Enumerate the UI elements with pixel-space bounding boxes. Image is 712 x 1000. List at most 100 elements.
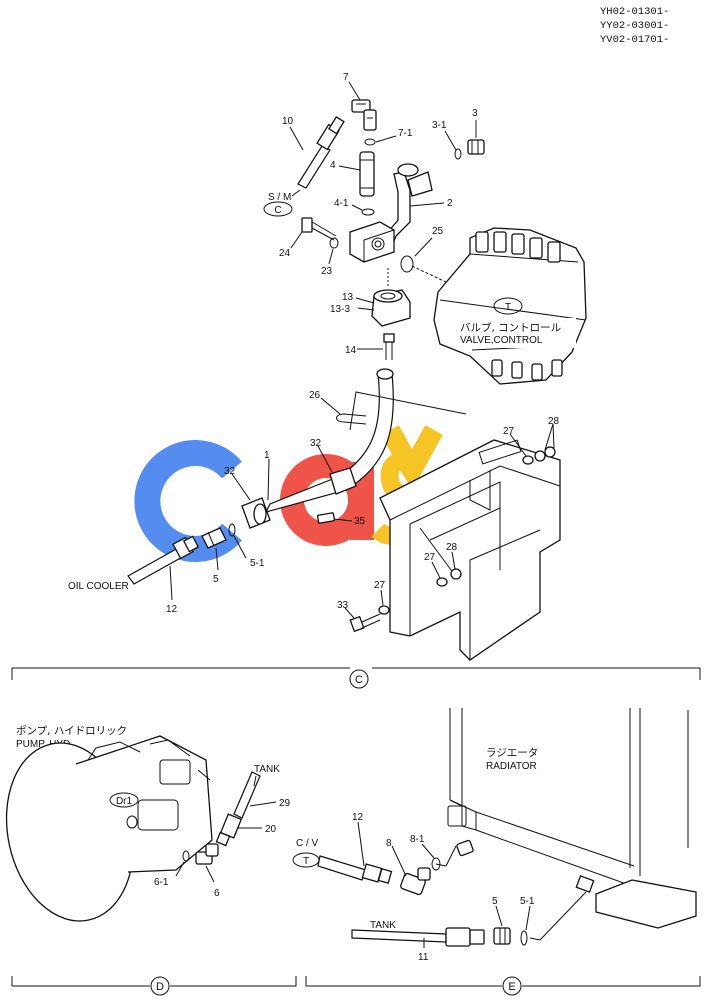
part-27-a: 27 — [503, 426, 515, 437]
o-ring-3-1 — [454, 148, 462, 160]
view-c-part-numbers: 7 7-1 3 3-1 10 4 2 4-1 24 23 25 13 13-3 … — [166, 72, 560, 615]
cv-label: C / V — [296, 838, 319, 849]
part-7-1: 7-1 — [398, 128, 413, 139]
o-ring-8-1 — [431, 857, 441, 871]
o-ring-5-1-e — [520, 930, 528, 946]
fitting-5-c — [201, 527, 227, 549]
pump-label-jp: ポンプ, ハイドロリック — [16, 725, 127, 737]
o-ring-4-1 — [361, 208, 375, 216]
part-27-c: 27 — [374, 580, 386, 591]
radiator-fitting-right — [575, 875, 595, 893]
o-ring-7-1 — [364, 138, 376, 146]
radiator-fitting-left — [456, 839, 474, 857]
part-33: 33 — [337, 600, 349, 611]
part-3: 3 — [472, 108, 478, 119]
block-fitting — [349, 221, 395, 263]
view-d-separator: D — [11, 976, 297, 996]
valve-label-jp: バルブ, コントロール — [460, 321, 561, 334]
flange-13 — [371, 289, 411, 327]
oil-cooler-label: OIL COOLER — [68, 581, 129, 592]
radiator-label-jp: ラジエータ — [486, 747, 538, 759]
nut-28-a — [534, 446, 556, 462]
pipe-2 — [383, 163, 433, 247]
washer-27-c — [378, 605, 390, 615]
serial-3: YV02-01701- — [600, 34, 669, 46]
part-11: 11 — [418, 952, 429, 963]
pipe-4 — [359, 151, 375, 197]
hose-29 — [233, 771, 261, 819]
svg-text:C: C — [274, 205, 281, 216]
hydraulic-pump: Dr1 — [5, 735, 213, 922]
part-7: 7 — [343, 72, 349, 83]
bolt-33 — [349, 613, 381, 633]
part-27-b: 27 — [424, 552, 436, 563]
radiator-frame — [447, 708, 697, 929]
view-c-separator: C — [11, 667, 701, 689]
callout-dr1: Dr1 — [116, 796, 133, 807]
control-valve: T バルブ, コントロール VALVE,CONTROL — [433, 227, 587, 385]
part-5-1-e: 5-1 — [520, 896, 535, 907]
view-label-d: D — [156, 981, 164, 993]
part-13-3: 13-3 — [330, 304, 350, 315]
part-12-e: 12 — [352, 812, 364, 823]
nut-28-b — [450, 568, 462, 580]
hose-12-c — [127, 535, 200, 585]
part-10: 10 — [282, 116, 294, 127]
part-32-b: 32 — [310, 438, 322, 449]
frame-bracket — [379, 439, 561, 661]
hose-12-e — [317, 855, 393, 884]
part-5-e: 5 — [492, 896, 498, 907]
part-32-a: 32 — [224, 466, 236, 477]
o-ring-6-1 — [182, 850, 190, 862]
clamp-32 — [329, 467, 357, 495]
washer-23 — [329, 237, 339, 249]
svg-text:T: T — [303, 856, 309, 867]
part-6-1: 6-1 — [154, 877, 169, 888]
watermark-letter-c1 — [134, 440, 242, 562]
view-e-separator: E — [305, 976, 701, 996]
hose-11 — [351, 927, 485, 947]
part-12: 12 — [166, 604, 178, 615]
tank-label-d: TANK — [254, 764, 280, 775]
callout-c-top — [263, 201, 293, 217]
part-14: 14 — [345, 345, 357, 356]
part-6: 6 — [214, 888, 220, 899]
callout-t-valve: T — [505, 302, 511, 313]
view-label-e: E — [508, 981, 515, 993]
part-28-a: 28 — [548, 416, 560, 427]
fitting-5-e — [493, 927, 511, 945]
u-bolt-26 — [336, 413, 367, 425]
bolt-24 — [301, 217, 337, 241]
elbow-6 — [195, 843, 219, 865]
part-8-1: 8-1 — [410, 834, 425, 845]
elbow-8 — [400, 867, 431, 896]
part-13: 13 — [342, 292, 354, 303]
fitting-20 — [215, 813, 243, 847]
pump-label-en: PUMP, HYD — [16, 739, 70, 750]
serial-2: YY02-03001- — [600, 20, 669, 32]
part-1: 1 — [264, 450, 270, 461]
plug-3 — [467, 139, 485, 155]
radiator-label-en: RADIATOR — [486, 761, 537, 772]
part-3-1: 3-1 — [432, 120, 447, 131]
part-5-1: 5-1 — [250, 558, 265, 569]
part-26: 26 — [309, 390, 321, 401]
tank-label-e: TANK — [370, 920, 396, 931]
part-5: 5 — [213, 574, 219, 585]
sm-label: S / M — [268, 192, 291, 203]
elbow-fitting-7 — [351, 99, 377, 131]
bolt-14 — [383, 333, 395, 360]
part-2: 2 — [447, 198, 453, 209]
o-ring-25 — [400, 255, 414, 273]
part-8: 8 — [386, 838, 392, 849]
part-23: 23 — [321, 266, 333, 277]
part-29: 29 — [279, 798, 291, 809]
part-24: 24 — [279, 248, 291, 259]
washer-27-b — [436, 577, 448, 587]
part-28-b: 28 — [446, 542, 458, 553]
part-4-1: 4-1 — [334, 198, 349, 209]
part-20: 20 — [265, 824, 277, 835]
part-25: 25 — [432, 226, 444, 237]
valve-label-en: VALVE,CONTROL — [460, 335, 543, 346]
washer-27-a — [522, 455, 534, 465]
